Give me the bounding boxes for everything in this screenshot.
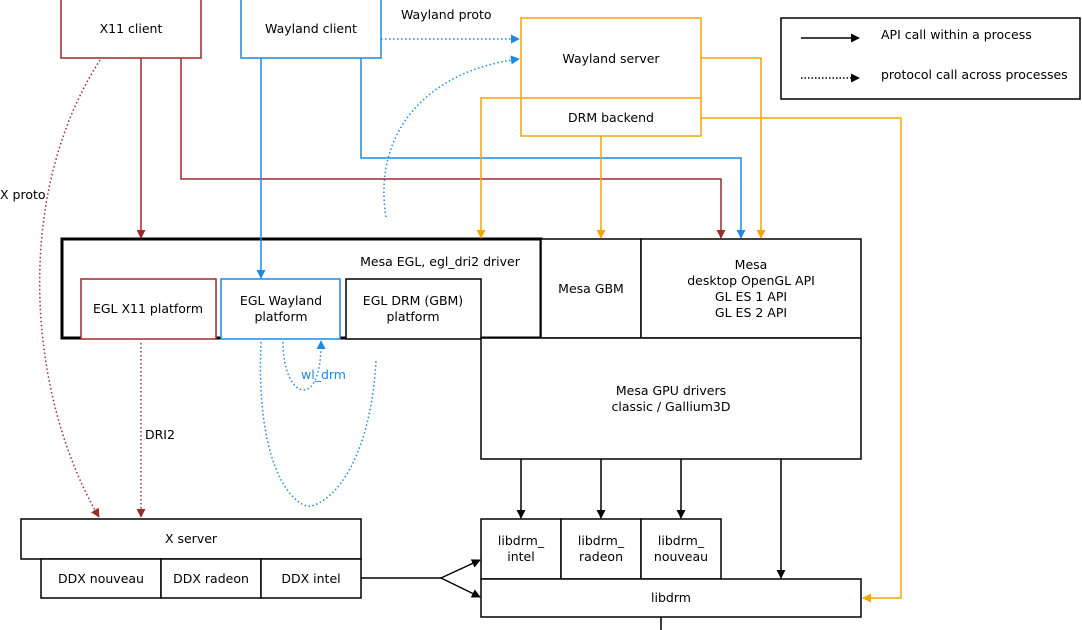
egl-wayland-label-1: EGL Wayland	[240, 293, 322, 308]
ddx-intel-node: DDX intel	[260, 558, 362, 599]
mesa-gbm-node: Mesa GBM	[540, 238, 642, 339]
mesa-gpu-label-1: Mesa GPU drivers	[616, 383, 726, 398]
libdrm-intel-node: libdrm_ intel	[480, 518, 562, 580]
edge-x-proto	[38, 59, 101, 518]
egl-drm-label-2: platform	[386, 309, 439, 324]
drm-backend-label: DRM backend	[568, 110, 654, 125]
dri2-label: DRI2	[145, 427, 175, 442]
libdrm-intel-label-2: intel	[507, 549, 534, 564]
mesa-gpu-drivers-node: Mesa GPU drivers classic / Gallium3D	[480, 337, 862, 460]
wayland-server-node: Wayland server DRM backend	[520, 17, 702, 137]
x-proto-label: X proto	[0, 187, 46, 202]
wl-drm-label: wl_drm	[301, 367, 346, 382]
libdrm-nouveau-node: libdrm_ nouveau	[640, 518, 722, 580]
egl-drm-platform-node: EGL DRM (GBM) platform	[345, 278, 482, 340]
libdrm-nouveau-label-1: libdrm_	[658, 533, 705, 548]
edge-wl-loop	[259, 341, 377, 508]
libdrm-radeon-node: libdrm_ radeon	[560, 518, 642, 580]
edge-wl-return	[383, 55, 520, 218]
libdrm-node: libdrm	[480, 578, 862, 618]
edge-x11client-mesaapi	[180, 58, 726, 239]
x11-client-node: X11 client	[60, 0, 202, 59]
egl-wayland-platform-node: EGL Wayland platform	[220, 278, 341, 340]
libdrm-nouveau-label-2: nouveau	[654, 549, 708, 564]
x-server-label: X server	[165, 531, 218, 546]
libdrm-radeon-label-2: radeon	[579, 549, 623, 564]
mesa-egl-label: Mesa EGL, egl_dri2 driver	[360, 254, 521, 269]
egl-wayland-label-2: platform	[254, 309, 307, 324]
edge-wlserver-mesaapi	[701, 57, 766, 239]
mesa-gbm-label: Mesa GBM	[558, 281, 624, 296]
mesa-api-label-3: GL ES 1 API	[715, 289, 787, 304]
libdrm-radeon-label-1: libdrm_	[578, 533, 625, 548]
edge-wlclient-mesaapi	[360, 58, 746, 239]
wayland-server-label: Wayland server	[562, 51, 660, 66]
mesa-gpu-label-2: classic / Gallium3D	[612, 399, 731, 414]
ddx-nouveau-label: DDX nouveau	[58, 571, 144, 586]
libdrm-label: libdrm	[651, 590, 691, 605]
mesa-api-label-4: GL ES 2 API	[715, 305, 787, 320]
x-server-node: X server	[20, 518, 362, 560]
egl-x11-label: EGL X11 platform	[93, 301, 203, 316]
edge-wl-drm	[282, 340, 326, 391]
libdrm-intel-label-1: libdrm_	[498, 533, 545, 548]
legend: API call within a process protocol call …	[780, 17, 1081, 100]
edge-drmbackend-mesaegl	[476, 97, 521, 239]
egl-x11-platform-node: EGL X11 platform	[80, 278, 217, 340]
ddx-intel-label: DDX intel	[281, 571, 340, 586]
ddx-radeon-label: DDX radeon	[173, 571, 249, 586]
edge-drmbackend-libdrm	[701, 117, 902, 603]
legend-api-label: API call within a process	[881, 27, 1032, 42]
edge-ddx-libdrm	[440, 577, 481, 598]
wayland-client-label: Wayland client	[265, 21, 357, 36]
legend-protocol-label: protocol call across processes	[881, 67, 1068, 82]
egl-drm-label-1: EGL DRM (GBM)	[363, 293, 463, 308]
ddx-radeon-node: DDX radeon	[160, 558, 262, 599]
edge-ddx-libdrm-drivers	[440, 559, 481, 579]
x11-client-label: X11 client	[100, 21, 163, 36]
ddx-nouveau-node: DDX nouveau	[40, 558, 162, 599]
mesa-api-label-2: desktop OpenGL API	[687, 273, 815, 288]
mesa-api-label-1: Mesa	[735, 257, 768, 272]
wayland-client-node: Wayland client	[240, 0, 382, 59]
wayland-proto-label: Wayland proto	[401, 7, 492, 22]
mesa-api-node: Mesa desktop OpenGL API GL ES 1 API GL E…	[640, 238, 862, 339]
